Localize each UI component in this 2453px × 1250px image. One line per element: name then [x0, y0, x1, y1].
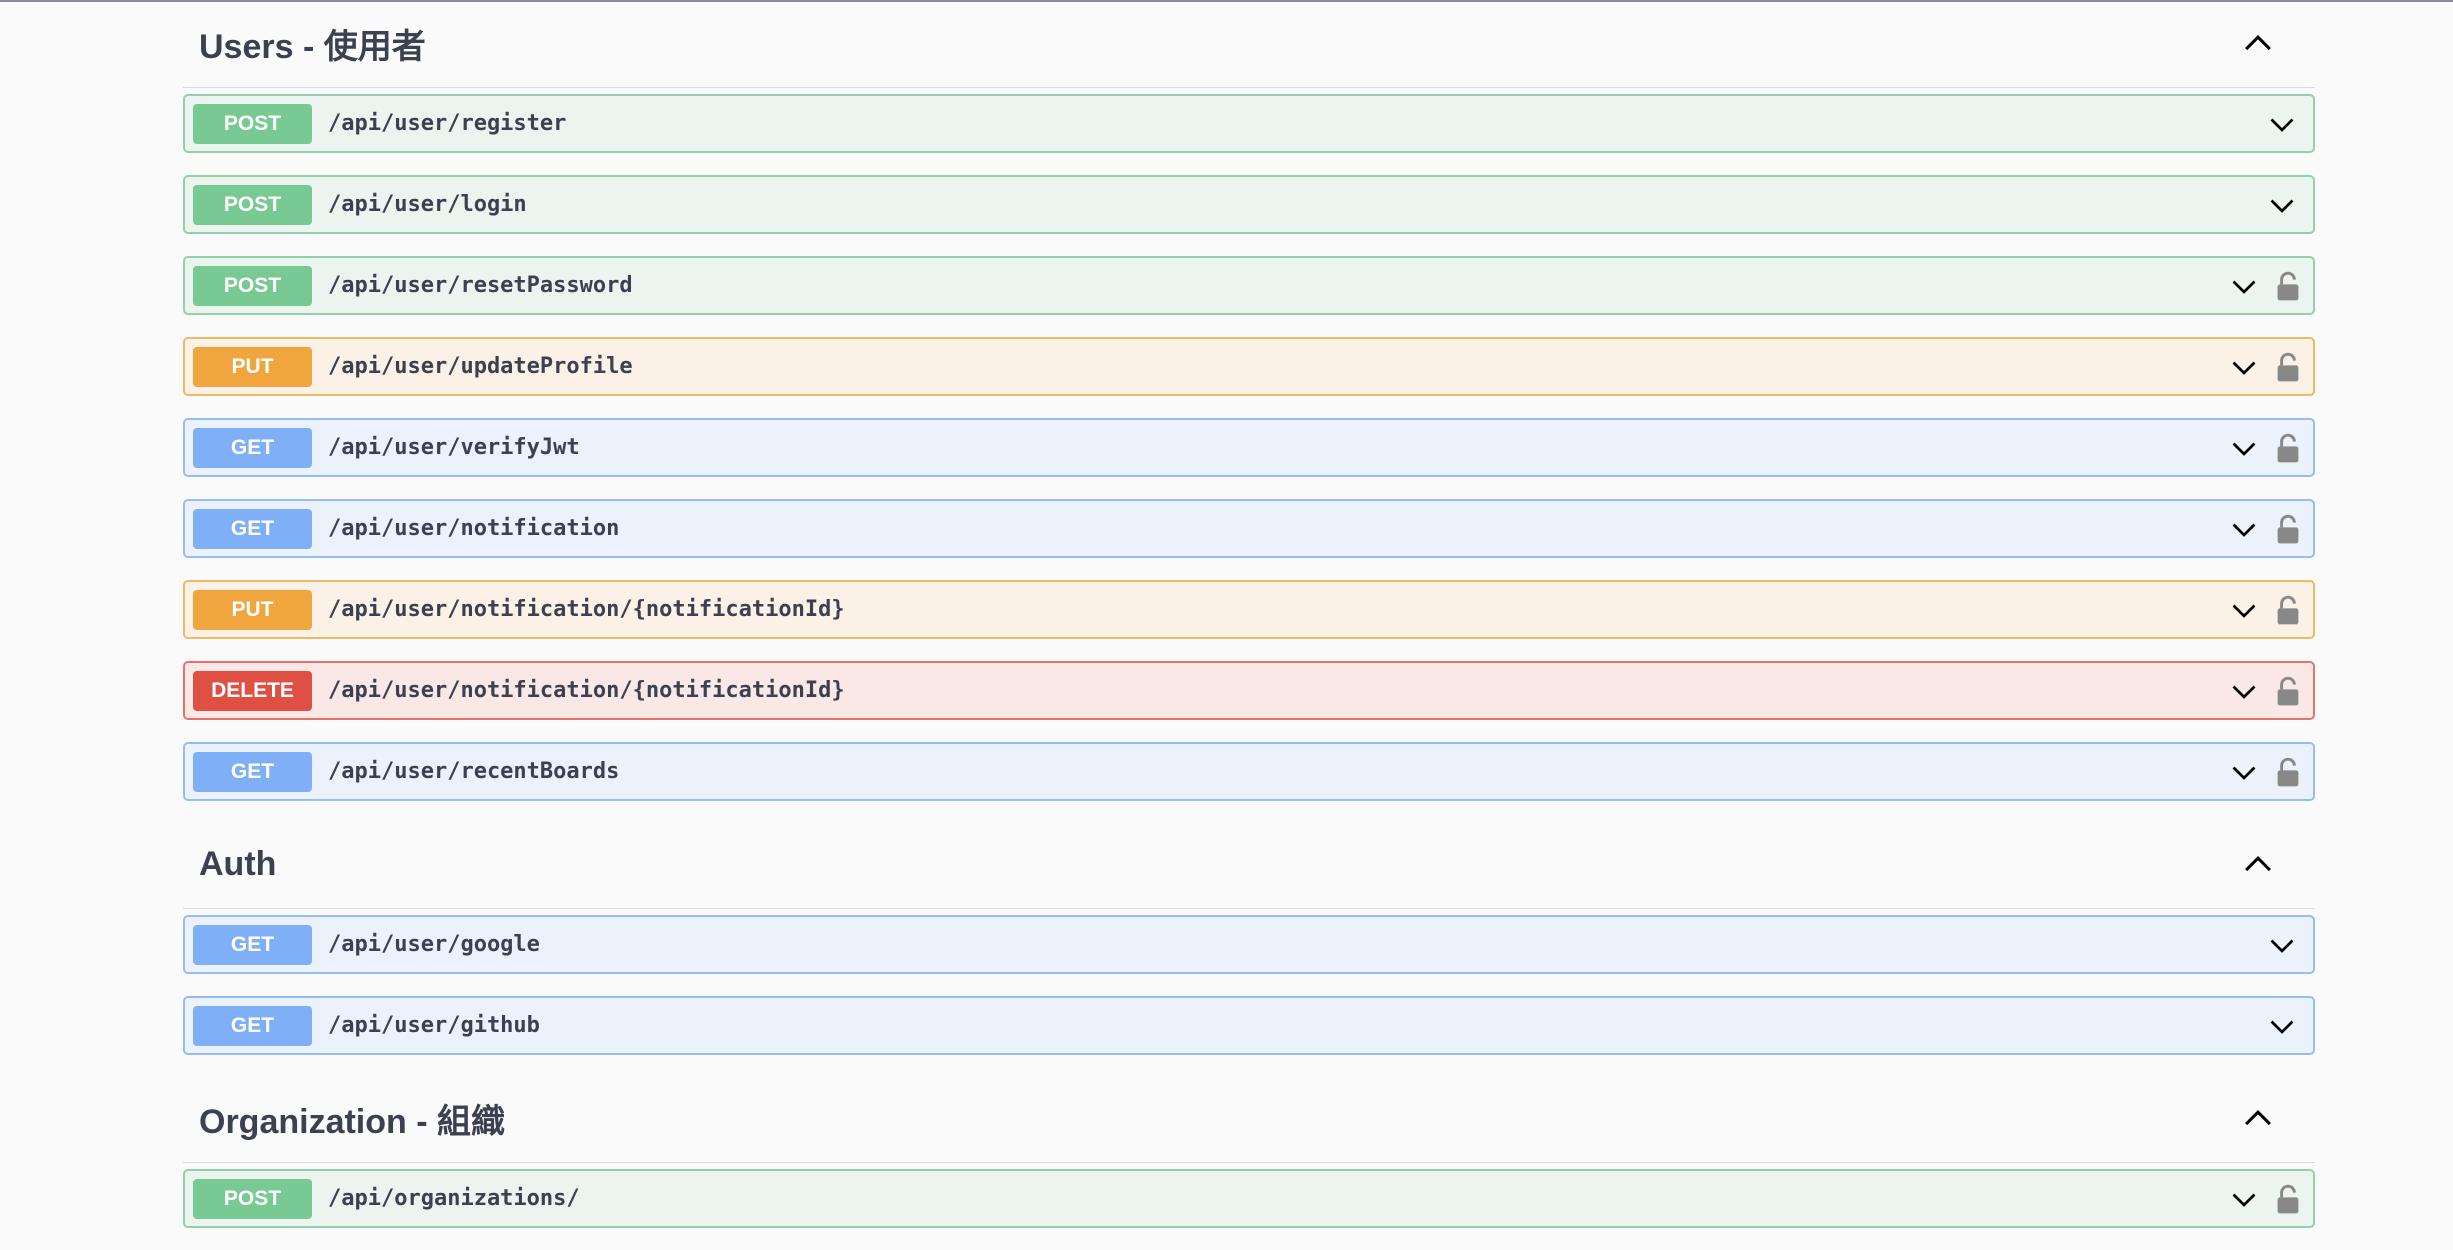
lock-icon[interactable] [2275, 351, 2301, 383]
chevron-down-icon[interactable] [2229, 514, 2259, 544]
operation-controls [2267, 96, 2305, 151]
operation-row[interactable]: GET /api/user/verifyJwt [183, 418, 2315, 477]
lock-icon[interactable] [2275, 675, 2301, 707]
chevron-down-icon[interactable] [2267, 190, 2297, 220]
operation-controls [2229, 258, 2305, 313]
lock-icon[interactable] [2275, 270, 2301, 302]
method-badge: PUT [193, 589, 312, 630]
operation-path: /api/user/register [328, 111, 567, 136]
lock-icon[interactable] [2275, 1183, 2301, 1215]
chevron-down-icon[interactable] [2267, 109, 2297, 139]
lock-icon[interactable] [2275, 432, 2301, 464]
tag-section-users: Users - 使用者 POST /api/user/register POST… [183, 0, 2315, 801]
operation-row[interactable]: GET /api/user/recentBoards [183, 742, 2315, 801]
chevron-up-icon[interactable] [2241, 1102, 2275, 1136]
operation-row[interactable]: POST /api/user/resetPassword [183, 256, 2315, 315]
operation-path: /api/user/resetPassword [328, 273, 633, 298]
tag-header-users[interactable]: Users - 使用者 [183, 0, 2315, 88]
chevron-down-icon[interactable] [2229, 433, 2259, 463]
operation-controls [2229, 420, 2305, 475]
method-badge: PUT [193, 346, 312, 387]
operation-controls [2229, 339, 2305, 394]
tag-title: Users - 使用者 [199, 28, 426, 66]
operation-path: /api/user/notification/{notificationId} [328, 678, 845, 703]
operation-controls [2229, 1171, 2305, 1226]
method-badge: GET [193, 924, 312, 965]
chevron-down-icon[interactable] [2229, 676, 2259, 706]
tag-title: Auth [199, 845, 277, 883]
tag-title: Organization - 組織 [199, 1103, 505, 1141]
operation-row[interactable]: GET /api/user/notification [183, 499, 2315, 558]
tag-section-auth: Auth GET /api/user/google GET /api/user/… [183, 821, 2315, 1055]
lock-icon[interactable] [2275, 513, 2301, 545]
chevron-down-icon[interactable] [2229, 271, 2259, 301]
operation-controls [2229, 582, 2305, 637]
operation-row[interactable]: POST /api/user/register [183, 94, 2315, 153]
method-badge: POST [193, 184, 312, 225]
operation-path: /api/user/notification [328, 516, 620, 541]
operation-controls [2267, 177, 2305, 232]
chevron-up-icon[interactable] [2241, 27, 2275, 61]
chevron-down-icon[interactable] [2267, 1011, 2297, 1041]
top-border [0, 0, 2453, 2]
operation-path: /api/user/google [328, 932, 540, 957]
operation-path: /api/user/recentBoards [328, 759, 620, 784]
operation-path: /api/user/notification/{notificationId} [328, 597, 845, 622]
method-badge: GET [193, 1005, 312, 1046]
method-badge: POST [193, 265, 312, 306]
operation-path: /api/user/verifyJwt [328, 435, 580, 460]
lock-icon[interactable] [2275, 756, 2301, 788]
operation-path: /api/user/github [328, 1013, 540, 1038]
chevron-down-icon[interactable] [2229, 1184, 2259, 1214]
operation-controls [2267, 998, 2305, 1053]
method-badge: DELETE [193, 670, 312, 711]
tag-header-organization[interactable]: Organization - 組織 [183, 1075, 2315, 1163]
method-badge: GET [193, 751, 312, 792]
operation-row[interactable]: POST /api/user/login [183, 175, 2315, 234]
operation-controls [2229, 744, 2305, 799]
operation-row[interactable]: POST /api/organizations/ [183, 1169, 2315, 1228]
chevron-down-icon[interactable] [2229, 352, 2259, 382]
operation-row[interactable]: PUT /api/user/updateProfile [183, 337, 2315, 396]
operation-controls [2229, 663, 2305, 718]
tag-header-auth[interactable]: Auth [183, 821, 2315, 909]
operation-row[interactable]: GET /api/user/github [183, 996, 2315, 1055]
operation-controls [2267, 917, 2305, 972]
method-badge: GET [193, 508, 312, 549]
chevron-down-icon[interactable] [2229, 595, 2259, 625]
operation-row[interactable]: PUT /api/user/notification/{notification… [183, 580, 2315, 639]
operation-path: /api/user/login [328, 192, 527, 217]
tag-section-organization: Organization - 組織 POST /api/organization… [183, 1075, 2315, 1228]
method-badge: GET [193, 427, 312, 468]
operation-row[interactable]: DELETE /api/user/notification/{notificat… [183, 661, 2315, 720]
method-badge: POST [193, 1178, 312, 1219]
operation-row[interactable]: GET /api/user/google [183, 915, 2315, 974]
operation-controls [2229, 501, 2305, 556]
operation-path: /api/user/updateProfile [328, 354, 633, 379]
chevron-up-icon[interactable] [2241, 848, 2275, 882]
api-operations-list: Users - 使用者 POST /api/user/register POST… [183, 0, 2315, 1250]
lock-icon[interactable] [2275, 594, 2301, 626]
operation-path: /api/organizations/ [328, 1186, 580, 1211]
chevron-down-icon[interactable] [2267, 930, 2297, 960]
method-badge: POST [193, 103, 312, 144]
chevron-down-icon[interactable] [2229, 757, 2259, 787]
